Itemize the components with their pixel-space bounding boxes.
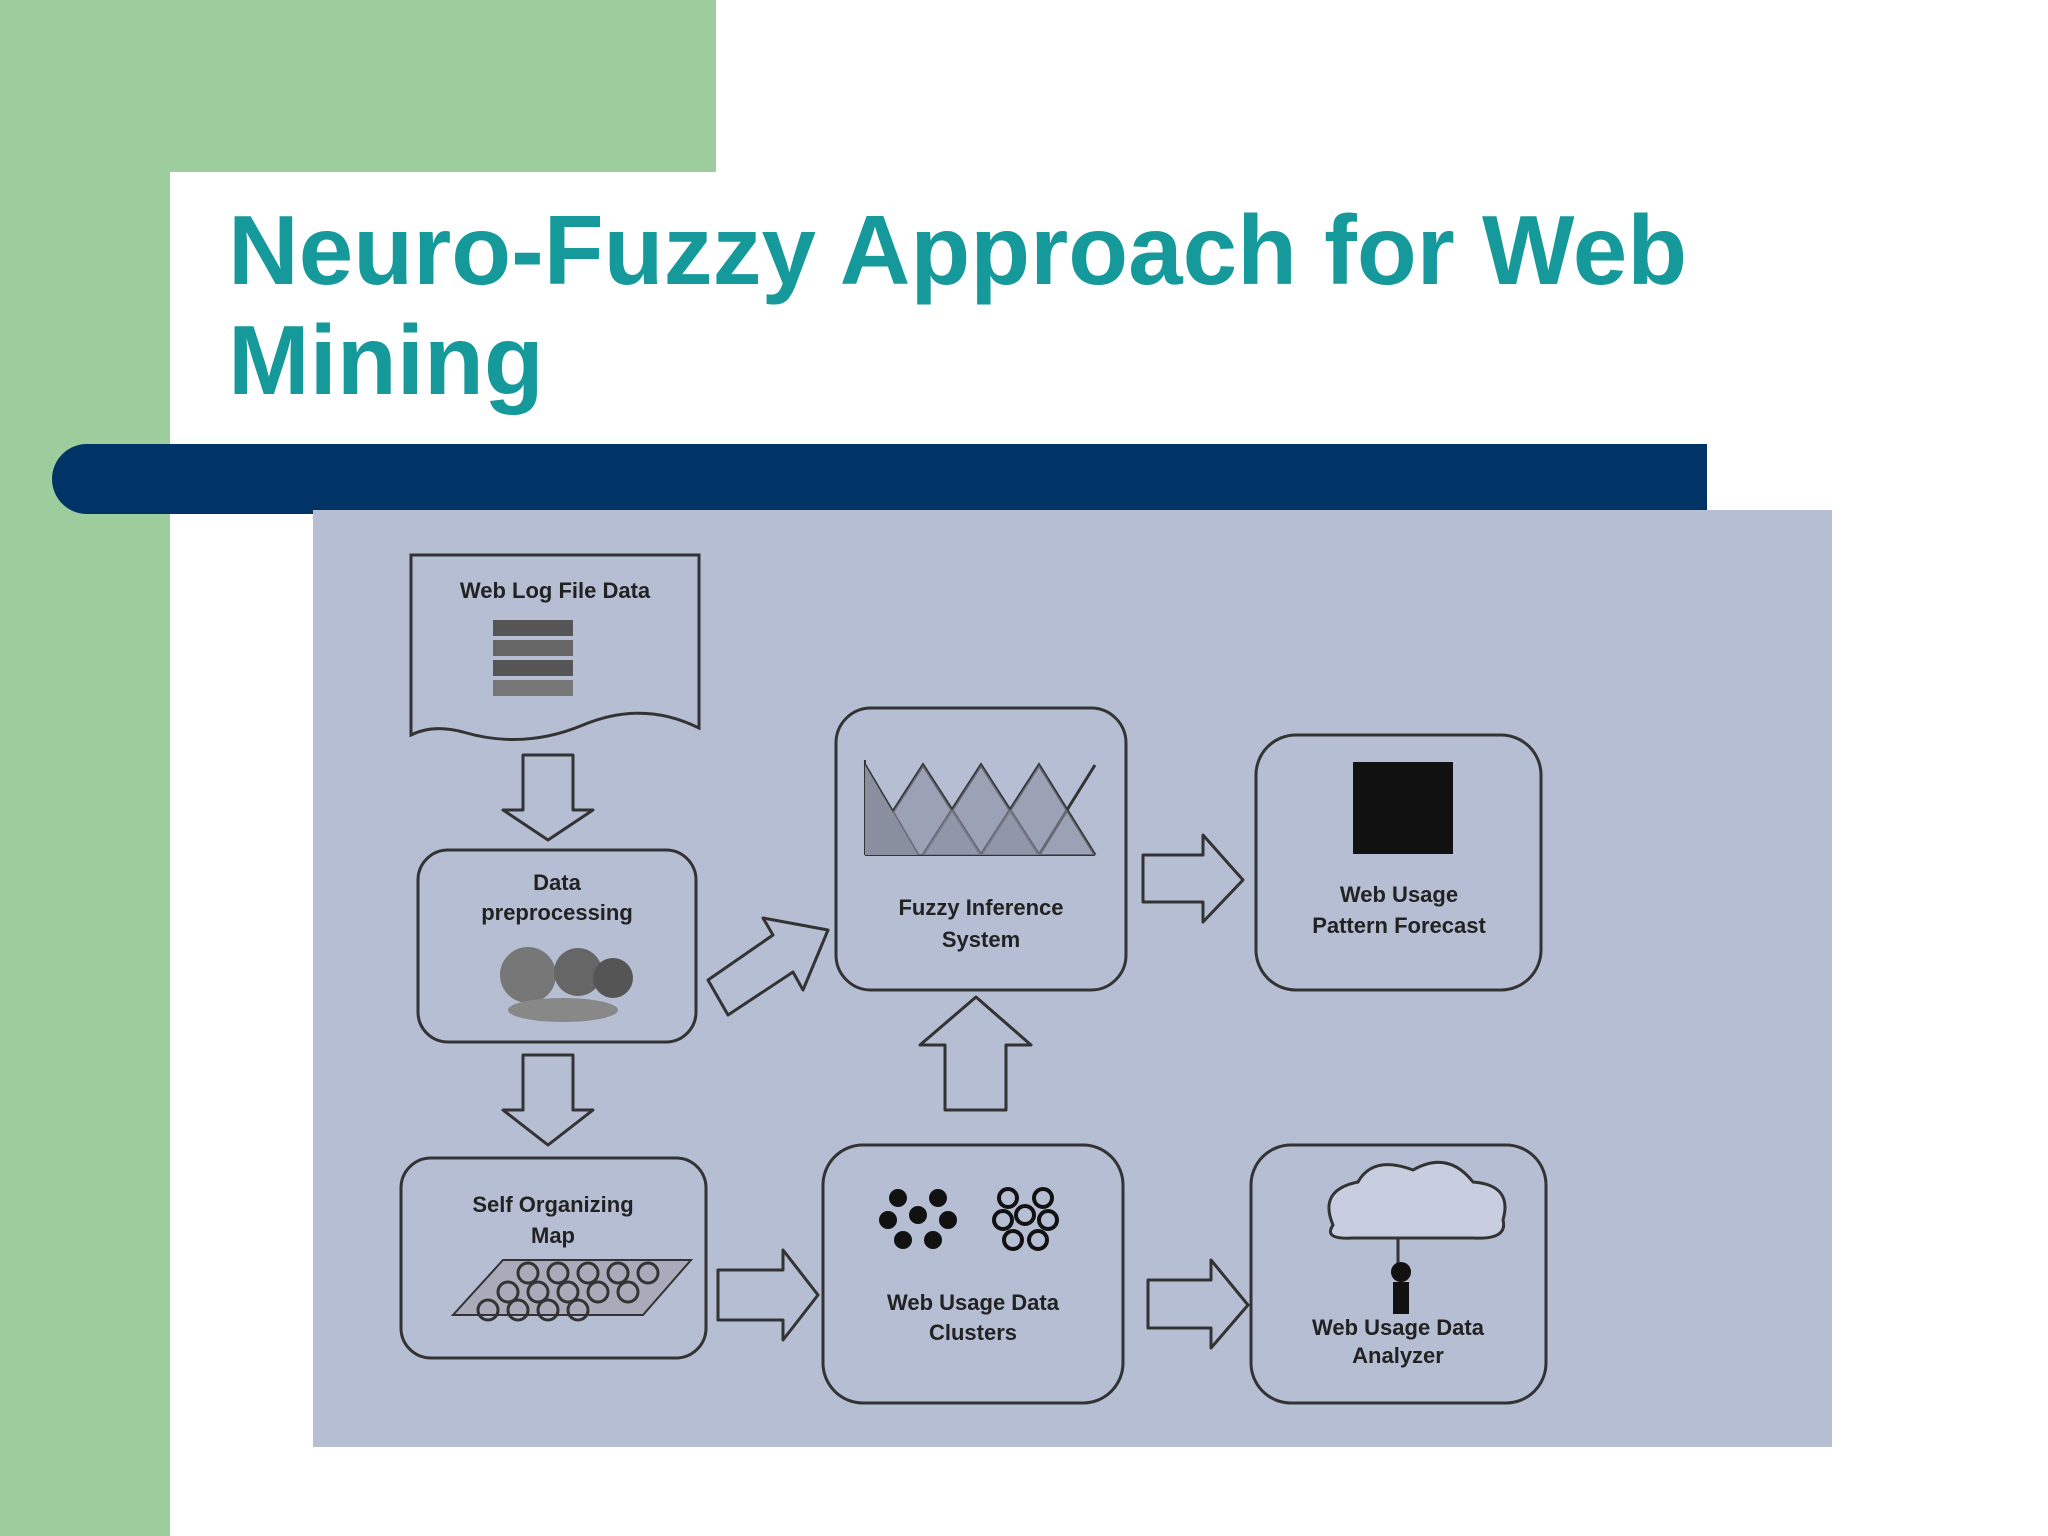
grid-icon [450, 1259, 694, 1322]
som-label-1: Self Organizing [472, 1192, 633, 1217]
title-underline-bar [52, 444, 1707, 514]
arrow-right-3 [1146, 1258, 1250, 1350]
preprocessing-label-1: Data [533, 870, 581, 895]
fis-node: Fuzzy Inference System [834, 706, 1128, 992]
fis-label-2: System [942, 927, 1020, 952]
arrow-down-2 [501, 1053, 595, 1147]
som-label-2: Map [531, 1223, 575, 1248]
arrow-diagonal [706, 916, 830, 1017]
monitor-icon [1353, 762, 1453, 854]
preprocessing-label-2: preprocessing [481, 900, 633, 925]
cluster-icon [879, 1187, 1059, 1251]
arrow-up [918, 995, 1033, 1112]
person-icon [1391, 1262, 1411, 1314]
analyzer-label-1: Web Usage Data [1312, 1315, 1485, 1340]
membership-functions-chart [863, 760, 1097, 856]
clusters-node: Web Usage Data Clusters [821, 1143, 1125, 1405]
fis-label-1: Fuzzy Inference [898, 895, 1063, 920]
arrow-right-2 [716, 1248, 820, 1342]
preprocessing-node: Data preprocessing [416, 848, 698, 1044]
analyzer-node: Web Usage Data Analyzer [1249, 1143, 1548, 1405]
web-log-label: Web Log File Data [460, 578, 651, 603]
arrow-down-1 [501, 753, 595, 842]
analyzer-label-2: Analyzer [1352, 1343, 1444, 1368]
som-node: Self Organizing Map [399, 1156, 708, 1360]
forecast-node: Web Usage Pattern Forecast [1254, 733, 1543, 992]
clusters-label-1: Web Usage Data [887, 1290, 1060, 1315]
web-log-node: Web Log File Data [409, 553, 701, 742]
top-accent-band [0, 0, 716, 172]
arrow-right-1 [1141, 833, 1245, 924]
forecast-label-1: Web Usage [1340, 882, 1458, 907]
server-icon [493, 620, 573, 696]
forecast-label-2: Pattern Forecast [1312, 913, 1486, 938]
left-accent-band [0, 0, 170, 1536]
flow-diagram: Web Log File Data Data preprocessing [313, 510, 1832, 1447]
clusters-label-2: Clusters [929, 1320, 1017, 1345]
slide-title: Neuro-Fuzzy Approach for Web Mining [228, 195, 1688, 415]
gears-icon [500, 947, 633, 1022]
cloud-icon [1327, 1160, 1507, 1265]
